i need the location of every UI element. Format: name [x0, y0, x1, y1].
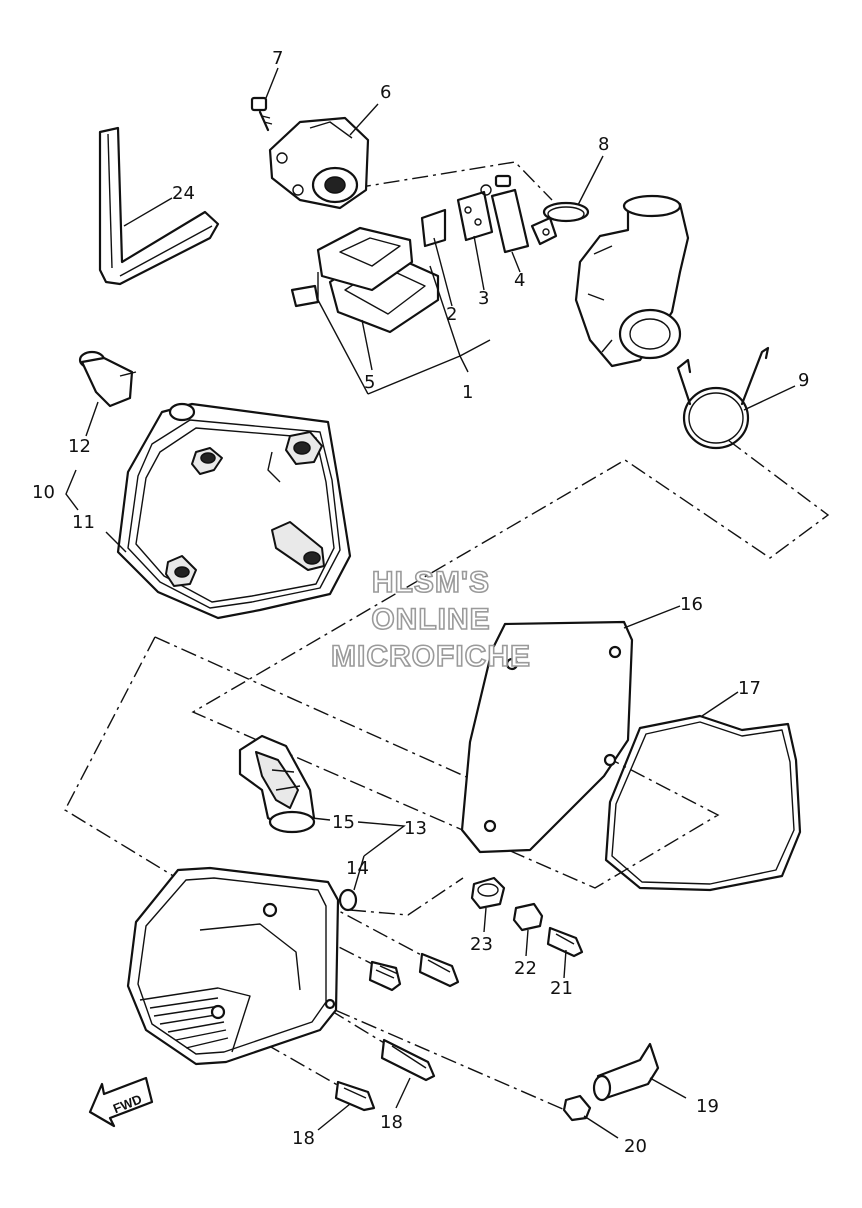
part-23-grommet — [470, 876, 506, 910]
part-1-reed-valve — [290, 226, 414, 308]
callout-11: 11 — [72, 512, 95, 533]
part-15-intake-funnel — [238, 734, 316, 834]
part-13-air-filter-cover — [126, 866, 340, 1066]
part-8-hose-clamp — [530, 201, 590, 246]
part-12-cap — [78, 350, 137, 408]
watermark-line-1: HLSM'S — [372, 566, 490, 599]
callout-3: 3 — [478, 288, 489, 309]
callout-24: 24 — [172, 183, 195, 204]
callout-4: 4 — [514, 270, 525, 291]
callout-8: 8 — [598, 134, 609, 155]
part-screws — [334, 926, 584, 1112]
screw-lower-left — [334, 1080, 376, 1112]
callout-1: 1 — [462, 382, 473, 403]
callout-6: 6 — [380, 82, 391, 103]
watermark: HLSM'S ONLINE MICROFICHE — [330, 565, 531, 674]
watermark-line-3: MICROFICHE — [331, 640, 531, 673]
part-3-reed-stopper — [456, 190, 494, 242]
callout-13: 13 — [404, 818, 427, 839]
callout-2: 2 — [446, 304, 457, 325]
fwd-direction-arrow: FWD — [88, 1076, 154, 1128]
part-17-seal-ring — [604, 714, 802, 892]
part-11-air-filter-case — [116, 402, 352, 620]
part-7-bolt — [250, 96, 273, 132]
screw-lower-mid — [380, 1038, 436, 1082]
callout-19: 19 — [696, 1096, 719, 1117]
callout-17: 17 — [738, 678, 761, 699]
callout-21: 21 — [550, 978, 573, 999]
part-14-grommet — [338, 888, 358, 912]
callout-15: 15 — [332, 812, 355, 833]
callout-18-left: 18 — [292, 1128, 315, 1149]
screw-21 — [546, 926, 584, 958]
callout-16: 16 — [680, 594, 703, 615]
callout-5: 5 — [364, 372, 375, 393]
screw-upper-left — [368, 960, 402, 992]
part-24-breather-hose — [98, 126, 220, 286]
screw-upper-right — [418, 952, 460, 988]
watermark-line-2: ONLINE — [371, 603, 490, 636]
callout-7: 7 — [272, 48, 283, 69]
callout-numbers: 7 6 8 24 4 3 2 5 1 9 12 10 11 16 17 15 1… — [32, 48, 809, 1157]
callout-14: 14 — [346, 858, 369, 879]
part-4-screw-washer — [480, 174, 530, 254]
callout-20: 20 — [624, 1136, 647, 1157]
part-20-grommet — [562, 1094, 592, 1122]
part-22-collar — [512, 902, 544, 932]
callout-10: 10 — [32, 482, 55, 503]
callout-leader-lines — [65, 67, 796, 1139]
part-19-drain-plug — [592, 1042, 660, 1102]
part-9-wire-clip — [676, 346, 770, 450]
part-16-filter-plate — [460, 620, 634, 854]
air-filter-joint — [574, 194, 690, 368]
callout-23: 23 — [470, 934, 493, 955]
callout-22: 22 — [514, 958, 537, 979]
part-2-reed-petal — [420, 208, 447, 248]
callout-18-right: 18 — [380, 1112, 403, 1133]
callout-9: 9 — [798, 370, 809, 391]
part-6-intake-joint — [268, 116, 370, 210]
callout-12: 12 — [68, 436, 91, 457]
